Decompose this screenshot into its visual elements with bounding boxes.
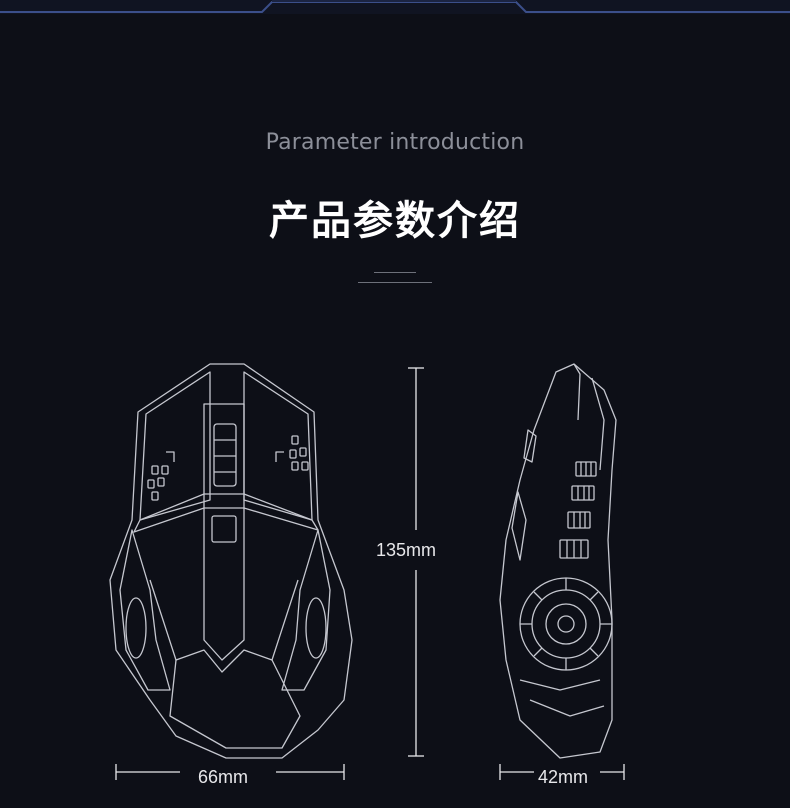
width-dimension-line [115,764,345,780]
depth-dimension-label: 42mm [538,767,589,787]
section-subtitle: Parameter introduction [265,130,525,155]
header-frame-decoration [0,0,790,14]
width-dimension-label: 66mm [198,767,249,787]
height-dimension-line [408,367,424,757]
section-title: 产品参数介绍 [269,198,521,244]
title-divider-long [358,282,432,283]
depth-dimension-line [499,764,625,780]
title-divider-short [374,272,416,273]
mouse-side-view [499,363,617,759]
height-dimension-label: 135mm [376,540,437,560]
